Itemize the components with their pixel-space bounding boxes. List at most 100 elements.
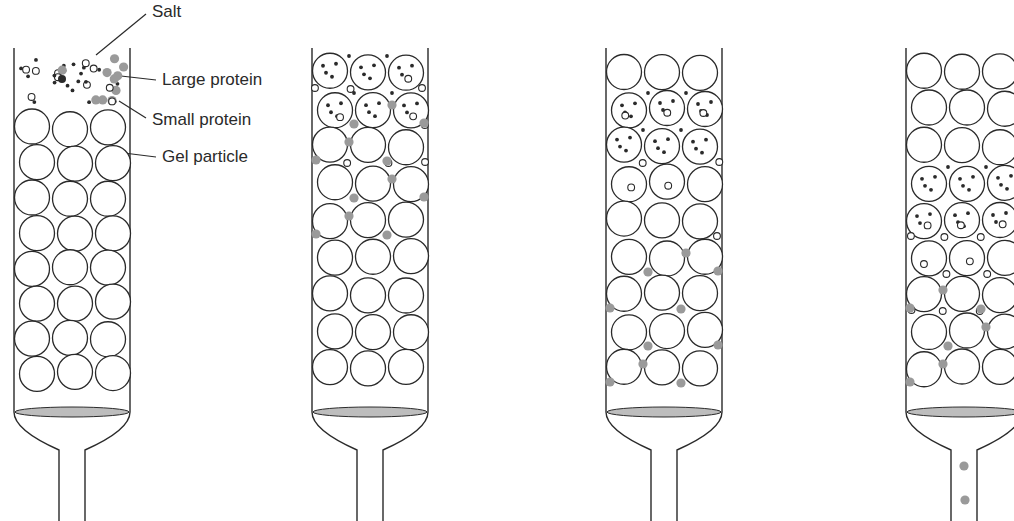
gel-particle — [389, 349, 424, 384]
gel-particle — [53, 320, 88, 355]
gel-particle — [351, 278, 386, 313]
salt-dot — [991, 213, 995, 217]
small-protein — [957, 222, 964, 229]
salt-dot — [402, 104, 406, 108]
salt-dot — [84, 80, 88, 84]
gel-particle — [389, 278, 424, 313]
salt-dot — [629, 114, 633, 118]
column-wall — [606, 48, 651, 521]
salt-dot — [694, 147, 698, 151]
small-protein — [977, 234, 984, 241]
small-protein — [106, 84, 113, 91]
large-protein — [938, 359, 947, 368]
column-wall — [14, 48, 59, 521]
salt-dot — [326, 103, 330, 107]
large-protein — [382, 156, 391, 165]
small-protein — [665, 182, 672, 189]
salt-dot — [368, 76, 372, 80]
salt-dot — [700, 151, 704, 155]
gel-particle — [356, 166, 391, 201]
gel-particle — [313, 276, 348, 311]
large-protein — [959, 461, 968, 470]
large-protein — [387, 174, 396, 183]
gel-particle — [15, 180, 50, 215]
column-wall — [383, 48, 428, 521]
gel-particle — [912, 241, 947, 276]
gel-particle — [907, 204, 942, 239]
small-protein — [939, 308, 946, 315]
small-protein — [82, 60, 89, 67]
gel-particle — [945, 54, 980, 89]
large-protein — [98, 95, 107, 104]
gel-particle — [945, 349, 980, 384]
large-protein — [905, 303, 914, 312]
salt-dot — [334, 62, 338, 66]
large-protein — [643, 341, 652, 350]
gel-particle — [650, 241, 685, 276]
gel-particle — [650, 164, 685, 199]
gel-particle — [683, 204, 718, 239]
gel-particle — [945, 128, 980, 163]
large-protein — [110, 54, 119, 63]
large-protein — [676, 304, 685, 313]
salt-dot — [330, 75, 334, 79]
large-protein — [119, 62, 128, 71]
gel-particle — [318, 240, 353, 275]
gel-particle — [612, 93, 647, 128]
salt-dot — [397, 66, 401, 70]
salt-dot — [633, 101, 637, 105]
salt-dot — [684, 91, 688, 95]
salt-dot — [352, 91, 356, 95]
salt-dot — [97, 68, 101, 72]
salt-dot — [66, 84, 70, 88]
large-protein — [676, 378, 685, 387]
gel-particle — [356, 239, 391, 274]
gel-particle — [96, 146, 131, 181]
column-wall — [977, 48, 1014, 521]
salt-dot — [953, 213, 957, 217]
gel-particle — [15, 251, 50, 286]
gel-particle — [356, 315, 391, 350]
column-frit — [607, 407, 721, 417]
gel-particle — [612, 239, 647, 274]
salt-dot — [624, 149, 628, 153]
gel-particle — [58, 216, 93, 251]
gel-particle — [15, 321, 50, 356]
small-protein — [943, 271, 950, 278]
salt-dot — [367, 110, 371, 114]
gel-particle — [394, 239, 429, 274]
gel-particle — [983, 278, 1014, 313]
gel-particle — [91, 110, 126, 145]
gel-particle — [988, 91, 1014, 126]
small-protein — [109, 98, 116, 105]
part-label: Large protein — [160, 70, 264, 90]
salt-dot — [362, 72, 366, 76]
salt-dot — [923, 184, 927, 188]
gel-particle — [389, 202, 424, 237]
gel-particle — [945, 276, 980, 311]
leader-line — [121, 76, 156, 80]
salt-dot — [996, 176, 1000, 180]
salt-dot — [324, 71, 328, 75]
small-protein — [999, 221, 1006, 228]
column — [605, 48, 722, 521]
leader-line — [119, 101, 146, 118]
large-protein — [638, 359, 647, 368]
gel-particle — [394, 93, 429, 128]
salt-dot — [656, 146, 660, 150]
salt-dot — [405, 111, 409, 115]
gel-particle — [645, 55, 680, 90]
gel-particle — [907, 127, 942, 162]
small-protein — [984, 271, 991, 278]
salt-dot — [415, 102, 419, 106]
gel-particle — [988, 165, 1014, 200]
salt-dot — [53, 81, 57, 85]
gel-particle — [318, 314, 353, 349]
gel-particle — [91, 181, 126, 216]
salt-dot — [928, 212, 932, 216]
large-protein — [605, 303, 614, 312]
gel-particle — [912, 166, 947, 201]
salt-dot — [666, 137, 670, 141]
salt-dot — [79, 72, 83, 76]
salt-dot — [87, 100, 91, 104]
